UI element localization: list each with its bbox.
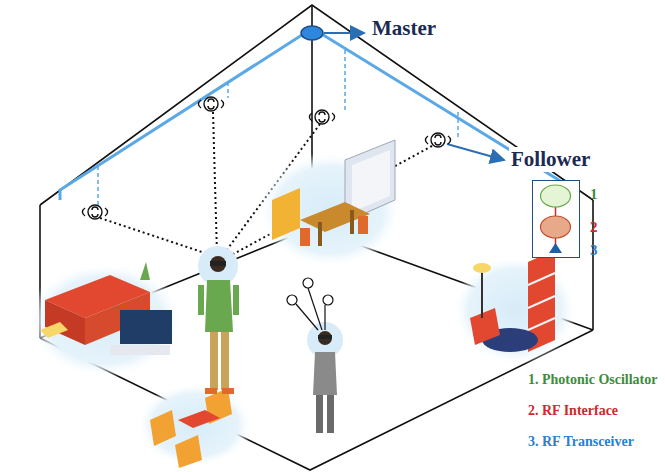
living-room <box>27 262 183 378</box>
node-heading: Follower <box>509 147 592 172</box>
callout-number: 3 <box>590 242 598 259</box>
callout-number: 2 <box>590 219 598 236</box>
dining-room <box>258 140 402 268</box>
part-legend-text: 2. RF Interface <box>528 403 618 419</box>
user-headset <box>198 246 239 394</box>
part-legend-text: 3. RF Transceiver <box>528 434 634 450</box>
master-ellipse <box>301 26 323 40</box>
reading-corner <box>453 250 577 365</box>
room-outline <box>40 5 593 470</box>
follower-box: Follower <box>532 180 580 258</box>
master-pointer <box>324 32 364 34</box>
follower-pointer <box>447 144 504 160</box>
user-two <box>287 278 343 433</box>
master-label: Master <box>370 16 438 41</box>
part-legend-text: 1. Photonic Oscillator <box>528 372 658 388</box>
node-heading: Master <box>370 16 438 41</box>
follower-glyph <box>533 181 578 256</box>
callout-number: 1 <box>590 186 598 203</box>
lounge-chairs <box>137 383 253 468</box>
